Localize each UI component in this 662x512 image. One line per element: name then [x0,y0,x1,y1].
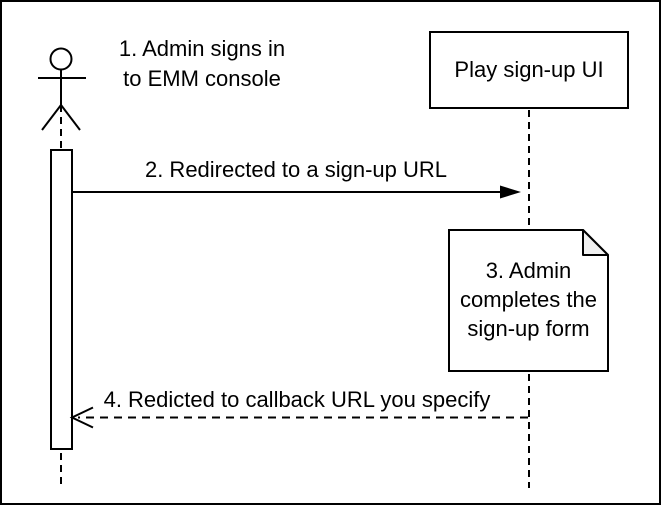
message-2-arrow [72,185,521,199]
note-shape [448,229,609,372]
filled-arrowhead-icon [500,185,521,199]
note-body [448,229,609,372]
actor-leg-left [41,104,62,131]
note-label: 3. Admin completes the sign-up form [460,258,597,341]
message-4-label: 4. Redicted to callback URL you specify [103,387,491,412]
actor-icon [38,47,86,131]
note-fold-corner-icon [582,229,609,256]
message-4-arrow [69,406,528,429]
participant-label: Play sign-up UI [454,57,604,82]
step1-label: 1. Admin signs in to EMM console [118,36,286,91]
message-2-label: 2. Redirected to a sign-up URL [144,157,448,182]
participant-box-play-sign-up-ui: Play sign-up UI [429,31,629,109]
open-arrowhead-icon [69,406,94,429]
activation-bar [50,149,73,450]
actor-leg-right [60,104,81,131]
